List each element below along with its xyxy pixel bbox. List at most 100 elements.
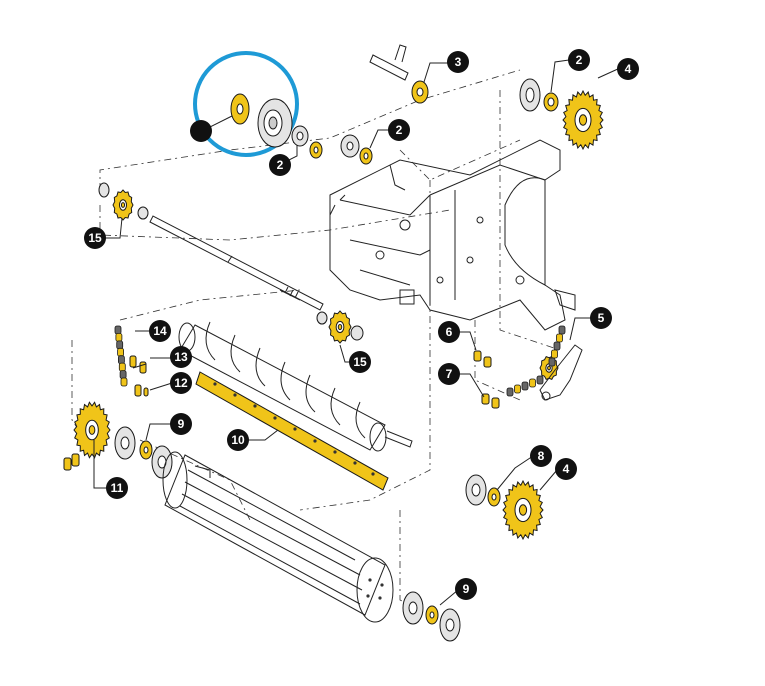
top-right-sprocket-assembly bbox=[519, 78, 604, 151]
callout-6: 6 bbox=[438, 321, 460, 343]
callout-label: 7 bbox=[446, 367, 453, 381]
chain-link bbox=[553, 341, 561, 351]
flange-bearing-9-lower bbox=[402, 591, 461, 642]
callout-2-b: 2 bbox=[388, 119, 410, 141]
callout-label: 2 bbox=[396, 123, 403, 137]
tensioner-5 bbox=[506, 325, 583, 401]
callout-label: 8 bbox=[538, 449, 545, 463]
chain-link-6 bbox=[473, 350, 492, 368]
callout-7: 7 bbox=[438, 363, 460, 385]
callout-label: 15 bbox=[88, 231, 102, 245]
callout-3: 3 bbox=[447, 51, 469, 73]
guide-line-shaft bbox=[99, 205, 451, 241]
callout-label: 3 bbox=[455, 55, 462, 69]
sprocket-4-top bbox=[562, 89, 604, 151]
guide-line-right-top bbox=[499, 90, 561, 351]
top-bearings bbox=[291, 125, 373, 165]
chain-link bbox=[116, 340, 124, 350]
gear-bore bbox=[120, 202, 126, 208]
shaft-sprocket-3 bbox=[369, 44, 429, 104]
gear-bore bbox=[88, 425, 96, 435]
chain-link-12 bbox=[134, 384, 149, 397]
chain-link bbox=[556, 333, 563, 343]
chain-link bbox=[118, 355, 125, 365]
sprocket-15-top bbox=[112, 189, 134, 221]
callout-label: 4 bbox=[625, 62, 632, 76]
guide-line-center bbox=[299, 180, 431, 511]
callout-label: 2 bbox=[576, 53, 583, 67]
callout-8: 8 bbox=[530, 445, 552, 467]
callout-13: 13 bbox=[170, 346, 192, 368]
callout-10: 10 bbox=[227, 429, 249, 451]
callout-2-a: 2 bbox=[269, 154, 291, 176]
drive-shaft bbox=[149, 215, 324, 311]
callout-15-a: 15 bbox=[84, 227, 106, 249]
chain-link bbox=[120, 377, 128, 387]
gear-bore bbox=[578, 114, 588, 126]
chain-link-11-bottom bbox=[63, 453, 80, 471]
guide-line-frame bbox=[399, 139, 521, 181]
callout-4-a: 4 bbox=[617, 58, 639, 80]
callout-markers: 2 2 3 2 4 15 15 14 13 12 6 7 5 9 10 11 8… bbox=[84, 49, 639, 600]
guide-line-left-chain bbox=[71, 340, 86, 441]
sprocket-4-bottom bbox=[502, 479, 544, 541]
chain-link-13 bbox=[129, 355, 147, 374]
guide-line-left bbox=[119, 289, 301, 321]
sprocket-15-mid-group bbox=[316, 310, 364, 344]
gear-bore bbox=[518, 504, 528, 516]
callout-label: 10 bbox=[231, 433, 245, 447]
sprocket-15-mid bbox=[328, 310, 352, 344]
bar-10 bbox=[195, 371, 389, 491]
callout-label: 11 bbox=[111, 481, 124, 495]
chain-link bbox=[119, 370, 127, 380]
callout-9-b: 9 bbox=[455, 578, 477, 600]
callout-15-b: 15 bbox=[349, 351, 371, 373]
chain-link-7 bbox=[481, 393, 500, 409]
sprocket-15-top-group bbox=[98, 182, 149, 221]
guide-line-right bbox=[474, 320, 521, 401]
gear-bore bbox=[547, 365, 551, 371]
chain-link bbox=[551, 349, 558, 359]
chain-link bbox=[548, 357, 556, 367]
chain-14 bbox=[114, 325, 128, 387]
chain-link bbox=[506, 387, 514, 397]
chain-link bbox=[118, 362, 126, 372]
chain-link bbox=[536, 375, 544, 385]
callout-9-a: 9 bbox=[170, 413, 192, 435]
main-frame bbox=[329, 139, 576, 331]
sprocket-11 bbox=[73, 401, 111, 459]
callout-label: 9 bbox=[178, 417, 185, 431]
gear-bore bbox=[337, 323, 343, 331]
callout-label: 12 bbox=[174, 376, 188, 390]
callout-11: 11 bbox=[106, 477, 128, 499]
callout-label: 14 bbox=[153, 324, 167, 338]
feed-roller bbox=[178, 321, 413, 452]
callout-5: 5 bbox=[590, 307, 612, 329]
pickup-drum bbox=[162, 451, 394, 623]
chain-link bbox=[529, 378, 536, 388]
chain-link bbox=[558, 325, 566, 335]
callout-label: 2 bbox=[277, 158, 284, 172]
callout-label: 5 bbox=[598, 311, 605, 325]
chain-link bbox=[514, 384, 521, 394]
callout-1 bbox=[190, 120, 212, 142]
callout-2-c: 2 bbox=[568, 49, 590, 71]
callout-12: 12 bbox=[170, 372, 192, 394]
callout-label: 13 bbox=[174, 350, 188, 364]
callout-label: 9 bbox=[463, 582, 470, 596]
highlighted-sprocket-assembly bbox=[193, 51, 299, 157]
callout-label: 4 bbox=[563, 462, 570, 476]
chain-link bbox=[115, 332, 123, 342]
highlight-circle bbox=[193, 51, 299, 157]
callout-label: 6 bbox=[446, 325, 453, 339]
assembly-guide-lines bbox=[71, 69, 561, 621]
chain-link bbox=[114, 325, 122, 335]
flange-bearing-9-upper bbox=[114, 426, 173, 479]
callout-4-b: 4 bbox=[555, 458, 577, 480]
chain-link bbox=[521, 381, 529, 391]
callout-label: 15 bbox=[353, 355, 367, 369]
chain-link bbox=[117, 347, 124, 357]
callout-14: 14 bbox=[149, 320, 171, 342]
